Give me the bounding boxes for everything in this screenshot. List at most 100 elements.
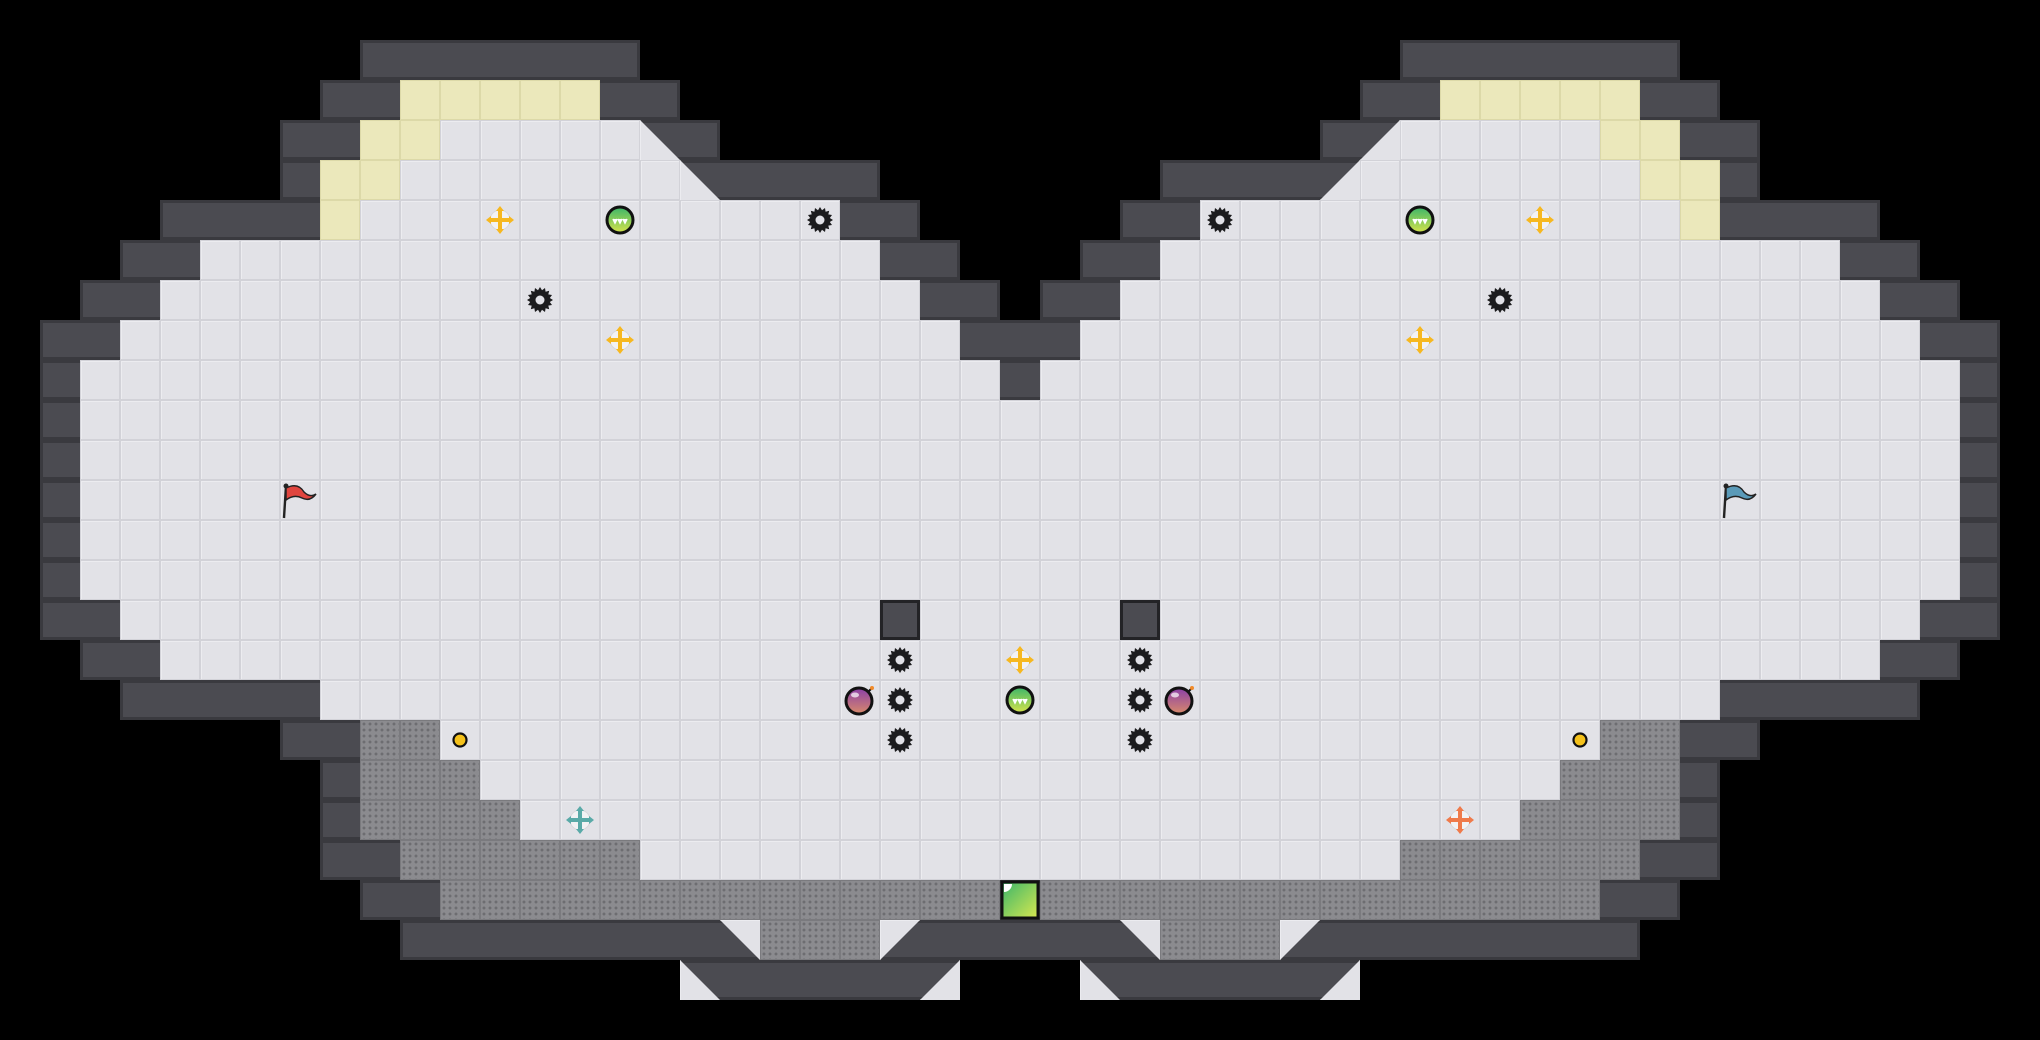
- spawn-zone-tile[interactable]: [400, 80, 440, 120]
- floor-tile[interactable]: [1400, 560, 1440, 600]
- floor-tile[interactable]: [160, 560, 200, 600]
- floor-tile[interactable]: [880, 360, 920, 400]
- grate-tile[interactable]: [800, 920, 840, 960]
- floor-tile[interactable]: [480, 600, 520, 640]
- floor-tile[interactable]: [640, 720, 680, 760]
- floor-tile[interactable]: [1600, 160, 1640, 200]
- grate-tile[interactable]: [1160, 880, 1200, 920]
- floor-tile[interactable]: [1720, 320, 1760, 360]
- floor-tile[interactable]: [440, 480, 480, 520]
- floor-tile[interactable]: [360, 280, 400, 320]
- floor-tile[interactable]: [240, 560, 280, 600]
- floor-tile[interactable]: [1080, 560, 1120, 600]
- floor-tile[interactable]: [360, 560, 400, 600]
- floor-tile[interactable]: [720, 520, 760, 560]
- floor-tile[interactable]: [1000, 520, 1040, 560]
- floor-tile[interactable]: [1400, 160, 1440, 200]
- floor-tile[interactable]: [1200, 560, 1240, 600]
- floor-tile[interactable]: [160, 320, 200, 360]
- floor-tile[interactable]: [1400, 640, 1440, 680]
- floor-tile[interactable]: [880, 760, 920, 800]
- floor-tile[interactable]: [1320, 640, 1360, 680]
- exit-block-icon[interactable]: [1000, 880, 1040, 920]
- floor-tile[interactable]: [1400, 440, 1440, 480]
- grate-tile[interactable]: [480, 880, 520, 920]
- floor-tile[interactable]: [1480, 160, 1520, 200]
- floor-tile[interactable]: [1480, 480, 1520, 520]
- floor-tile[interactable]: [1520, 320, 1560, 360]
- floor-tile[interactable]: [800, 480, 840, 520]
- sawblade-icon[interactable]: [880, 640, 920, 680]
- floor-tile[interactable]: [1920, 400, 1960, 440]
- floor-tile[interactable]: [1280, 360, 1320, 400]
- floor-tile[interactable]: [240, 440, 280, 480]
- sawblade-icon[interactable]: [880, 680, 920, 720]
- coin-icon[interactable]: [440, 720, 480, 760]
- floor-tile[interactable]: [960, 600, 1000, 640]
- floor-tile[interactable]: [760, 400, 800, 440]
- floor-tile[interactable]: [560, 400, 600, 440]
- floor-tile[interactable]: [1480, 520, 1520, 560]
- floor-tile[interactable]: [800, 640, 840, 680]
- floor-tile[interactable]: [1200, 520, 1240, 560]
- floor-tile[interactable]: [600, 120, 640, 160]
- floor-tile[interactable]: [200, 240, 240, 280]
- floor-tile[interactable]: [1880, 440, 1920, 480]
- floor-tile[interactable]: [1040, 440, 1080, 480]
- floor-tile[interactable]: [400, 400, 440, 440]
- grate-tile[interactable]: [1400, 880, 1440, 920]
- move-cross-icon[interactable]: [600, 320, 640, 360]
- floor-tile[interactable]: [1160, 640, 1200, 680]
- floor-tile[interactable]: [1440, 280, 1480, 320]
- floor-tile[interactable]: [1240, 520, 1280, 560]
- floor-tile[interactable]: [1040, 480, 1080, 520]
- floor-tile[interactable]: [1520, 640, 1560, 680]
- floor-tile[interactable]: [240, 400, 280, 440]
- floor-tile[interactable]: [880, 320, 920, 360]
- floor-tile[interactable]: [1840, 280, 1880, 320]
- floor-tile[interactable]: [1240, 200, 1280, 240]
- floor-tile[interactable]: [800, 240, 840, 280]
- floor-tile[interactable]: [1240, 800, 1280, 840]
- floor-tile[interactable]: [1800, 640, 1840, 680]
- floor-tile[interactable]: [1360, 200, 1400, 240]
- floor-tile[interactable]: [360, 320, 400, 360]
- floor-tile[interactable]: [1080, 520, 1120, 560]
- floor-tile[interactable]: [640, 600, 680, 640]
- spawn-zone-tile[interactable]: [1600, 80, 1640, 120]
- floor-tile[interactable]: [560, 560, 600, 600]
- floor-tile[interactable]: [160, 440, 200, 480]
- spawn-zone-tile[interactable]: [1680, 200, 1720, 240]
- floor-tile[interactable]: [400, 520, 440, 560]
- floor-tile[interactable]: [840, 480, 880, 520]
- grate-tile[interactable]: [440, 840, 480, 880]
- floor-tile[interactable]: [680, 400, 720, 440]
- speed-orb-icon[interactable]: [600, 200, 640, 240]
- floor-tile[interactable]: [960, 440, 1000, 480]
- floor-tile[interactable]: [520, 680, 560, 720]
- floor-tile[interactable]: [640, 440, 680, 480]
- floor-tile[interactable]: [1480, 240, 1520, 280]
- grate-tile[interactable]: [1040, 880, 1080, 920]
- floor-tile[interactable]: [160, 280, 200, 320]
- floor-tile[interactable]: [1760, 280, 1800, 320]
- floor-tile[interactable]: [640, 680, 680, 720]
- floor-tile[interactable]: [1600, 520, 1640, 560]
- spawn-zone-tile[interactable]: [480, 80, 520, 120]
- speed-orb-icon[interactable]: [1400, 200, 1440, 240]
- floor-tile[interactable]: [1360, 240, 1400, 280]
- floor-tile[interactable]: [1760, 640, 1800, 680]
- floor-tile[interactable]: [1320, 680, 1360, 720]
- floor-tile[interactable]: [1520, 520, 1560, 560]
- floor-tile[interactable]: [440, 240, 480, 280]
- grate-tile[interactable]: [720, 880, 760, 920]
- grate-tile[interactable]: [400, 840, 440, 880]
- floor-tile[interactable]: [520, 160, 560, 200]
- floor-tile[interactable]: [400, 600, 440, 640]
- floor-tile[interactable]: [560, 720, 600, 760]
- grate-tile[interactable]: [600, 880, 640, 920]
- grate-tile[interactable]: [1600, 760, 1640, 800]
- floor-tile[interactable]: [1040, 800, 1080, 840]
- floor-tile[interactable]: [1160, 840, 1200, 880]
- floor-tile[interactable]: [720, 480, 760, 520]
